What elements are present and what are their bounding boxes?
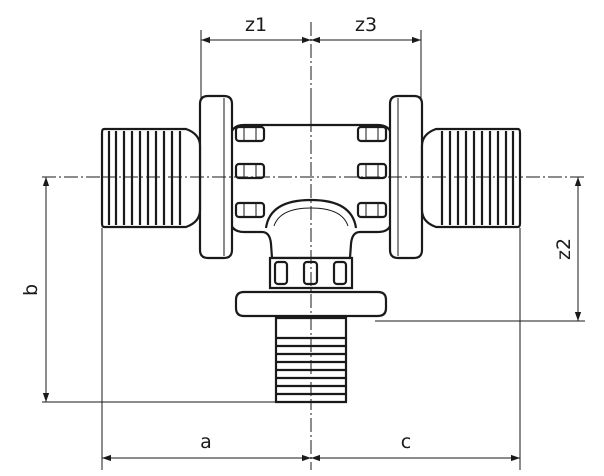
tee-body-saddle [264,198,358,229]
left-pipe-ribs [107,131,182,225]
dimension-label-b: b [20,284,42,296]
left-pipe-end [100,127,202,229]
dimension-label-z3: z3 [355,14,377,36]
dimension-label-z2: z2 [553,238,575,260]
right-pipe-ribs [440,131,515,225]
right-pipe-end [420,127,522,229]
extension-lines [42,30,585,470]
dimension-label-a: a [200,431,212,453]
dimension-label-c: c [401,431,411,453]
main-run-clips [234,125,388,219]
dimension-label-z1: z1 [245,14,267,36]
dimension-lines [42,36,582,462]
